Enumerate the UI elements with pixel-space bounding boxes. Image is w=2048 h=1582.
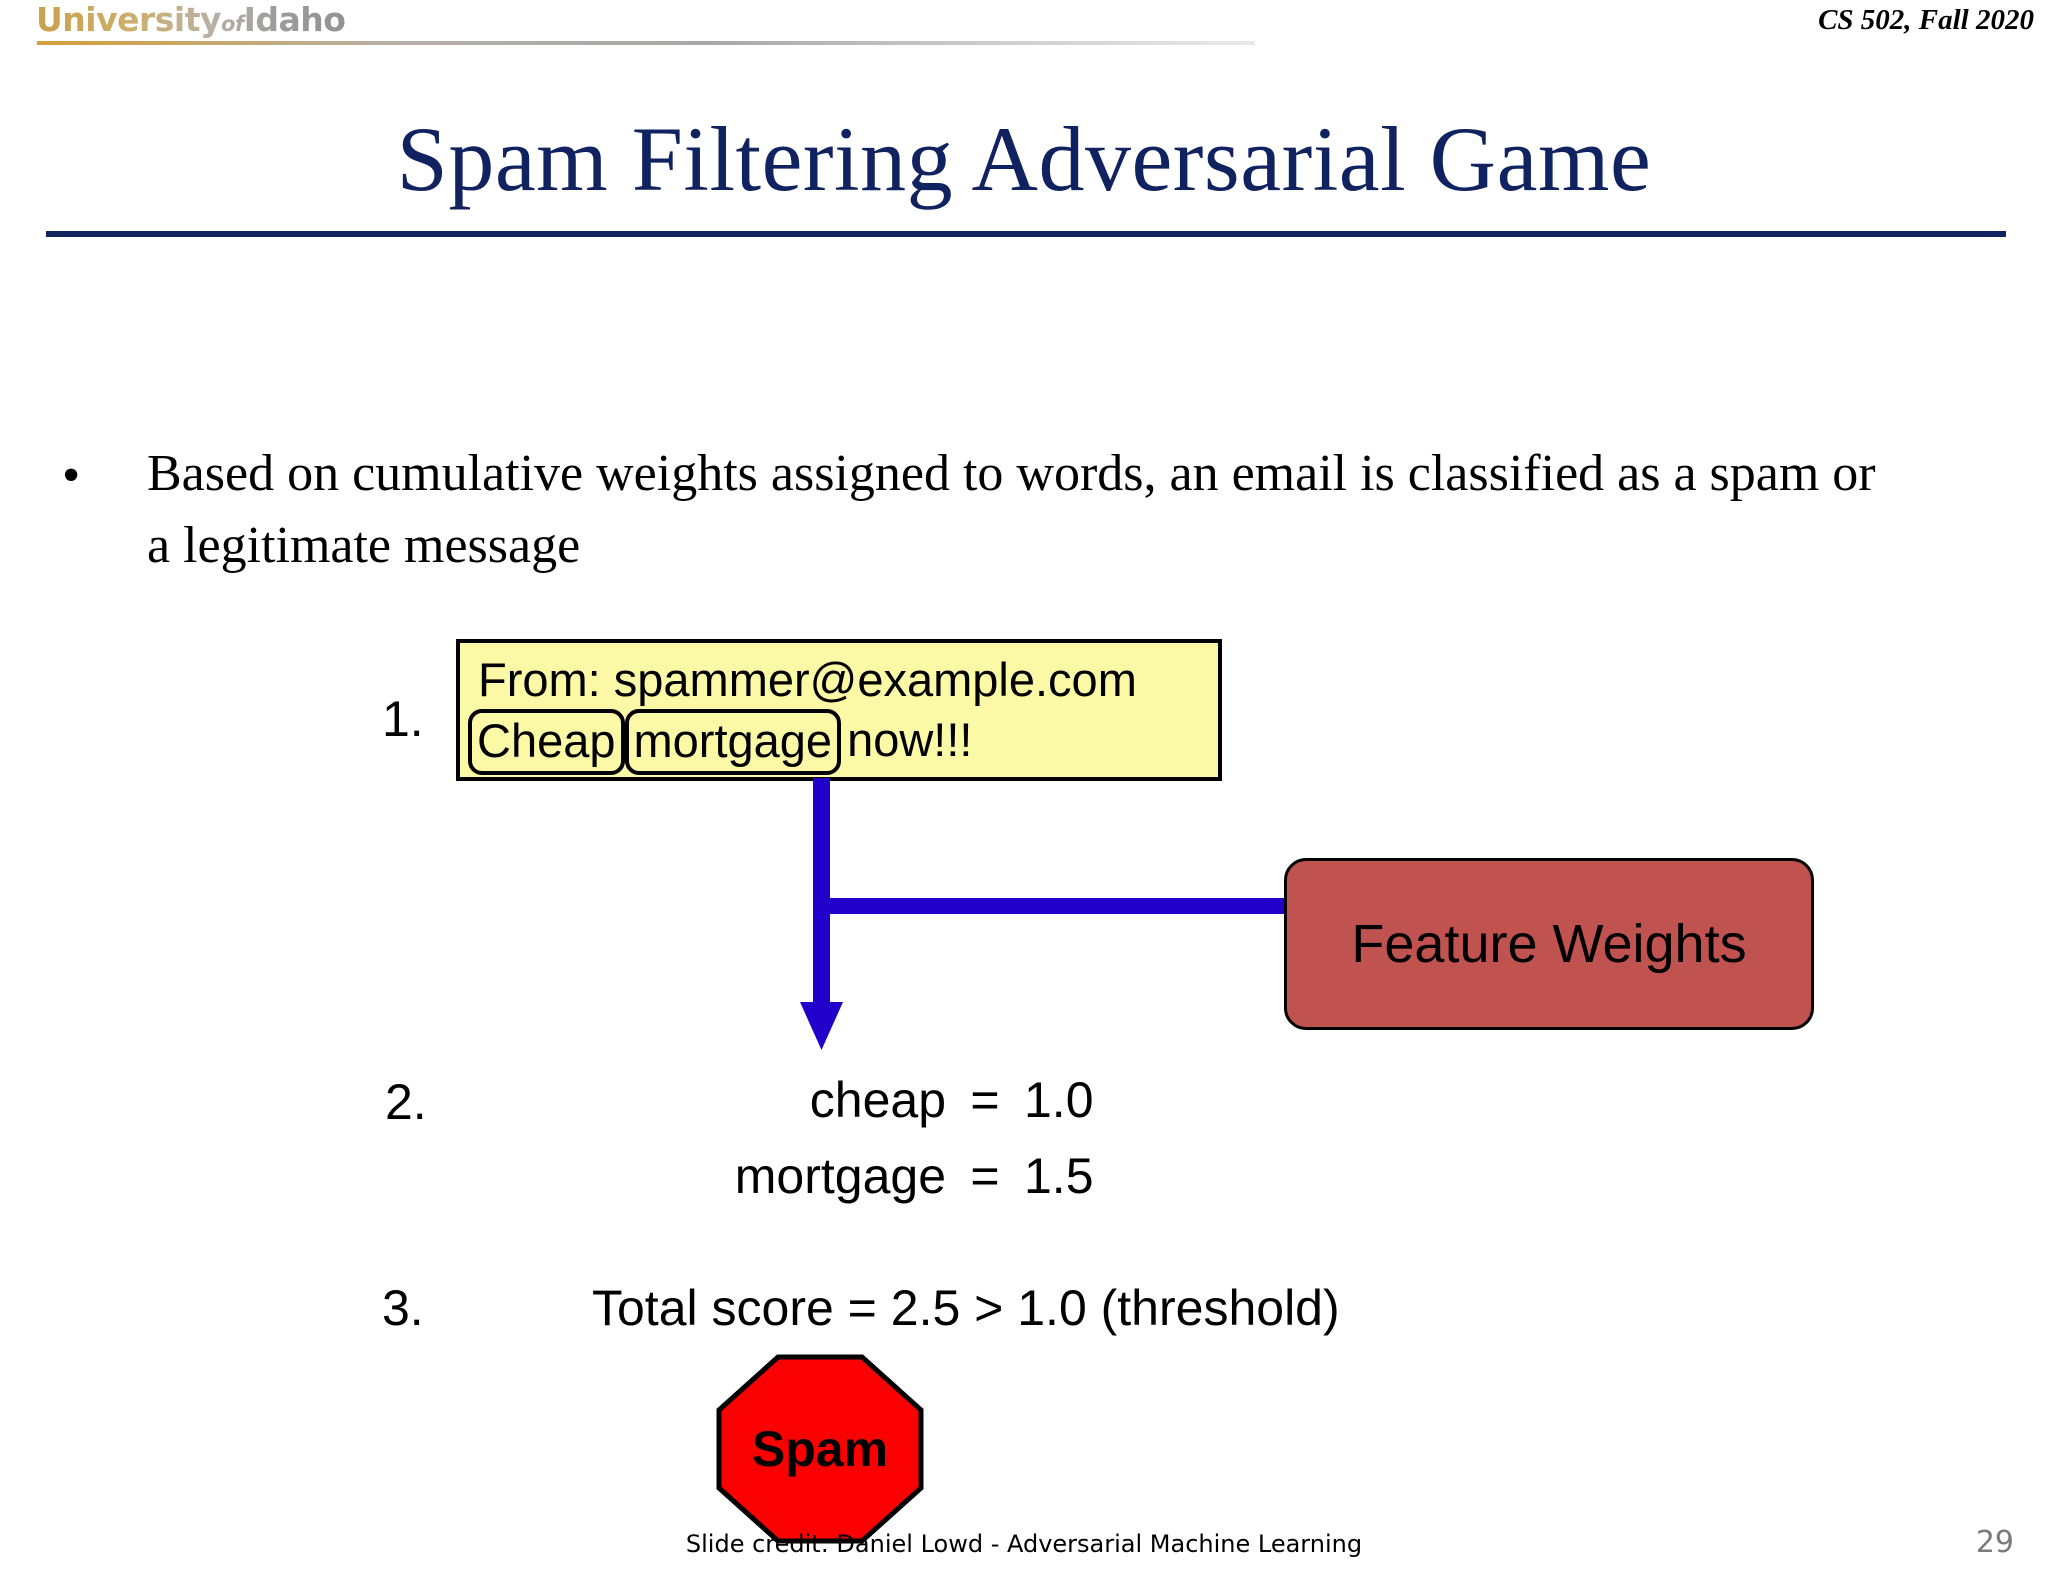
weight-equals: = [970,1148,1000,1204]
token-cheap: Cheap [468,709,625,775]
title-divider [46,231,2006,237]
token-mortgage: mortgage [624,709,842,775]
bullet-marker: • [62,447,81,504]
spam-label: Spam [751,1421,889,1477]
logo-word-idaho: Idaho [243,0,346,39]
arrow-vertical-stem [813,778,830,1006]
feature-weight-values: cheap = 1.0 mortgage = 1.5 [540,1062,1120,1214]
page-title: Spam Filtering Adversarial Game [396,108,1652,210]
logo-underline-rule [37,41,1255,45]
step-number-3: 3. [382,1280,424,1336]
bullet-paragraph: • Based on cumulative weights assigned t… [62,438,1892,582]
slide-credit: Slide credit: Daniel Lowd - Adversarial … [685,1530,1363,1558]
weight-name: cheap [809,1072,946,1128]
logo-word-of: of [221,12,244,36]
step-number-1: 1. [382,691,424,747]
course-label: CS 502, Fall 2020 [1818,4,2034,36]
feature-weights-box: Feature Weights [1284,858,1814,1030]
spam-verdict-stop-sign: Spam [716,1354,924,1544]
weight-row: mortgage = 1.5 [540,1138,1120,1214]
weight-value: 1.0 [1024,1072,1094,1128]
weight-value: 1.5 [1024,1148,1094,1204]
arrow-head [800,1002,843,1050]
bullet-text: Based on cumulative weights assigned to … [147,445,1876,574]
flow-arrow [800,778,1284,1050]
weight-name: mortgage [734,1148,946,1204]
weight-equals: = [970,1072,1000,1128]
step-number-2: 2. [385,1074,427,1130]
logo-wordmark: UniversityofIdaho [36,2,376,42]
logo-word-university: University [36,0,222,39]
arrow-horizontal-branch [821,898,1284,914]
email-from-line: From: spammer@example.com [478,653,1137,706]
octagon-shape [716,1354,924,1544]
page-number: 29 [1975,1525,2014,1560]
university-of-idaho-logo: UniversityofIdaho [36,2,1255,45]
total-score-line: Total score = 2.5 > 1.0 (threshold) [592,1280,1340,1336]
octagon-polygon [716,1354,924,1544]
email-trailing-text: now!!! [847,713,973,766]
weight-row: cheap = 1.0 [540,1062,1120,1138]
